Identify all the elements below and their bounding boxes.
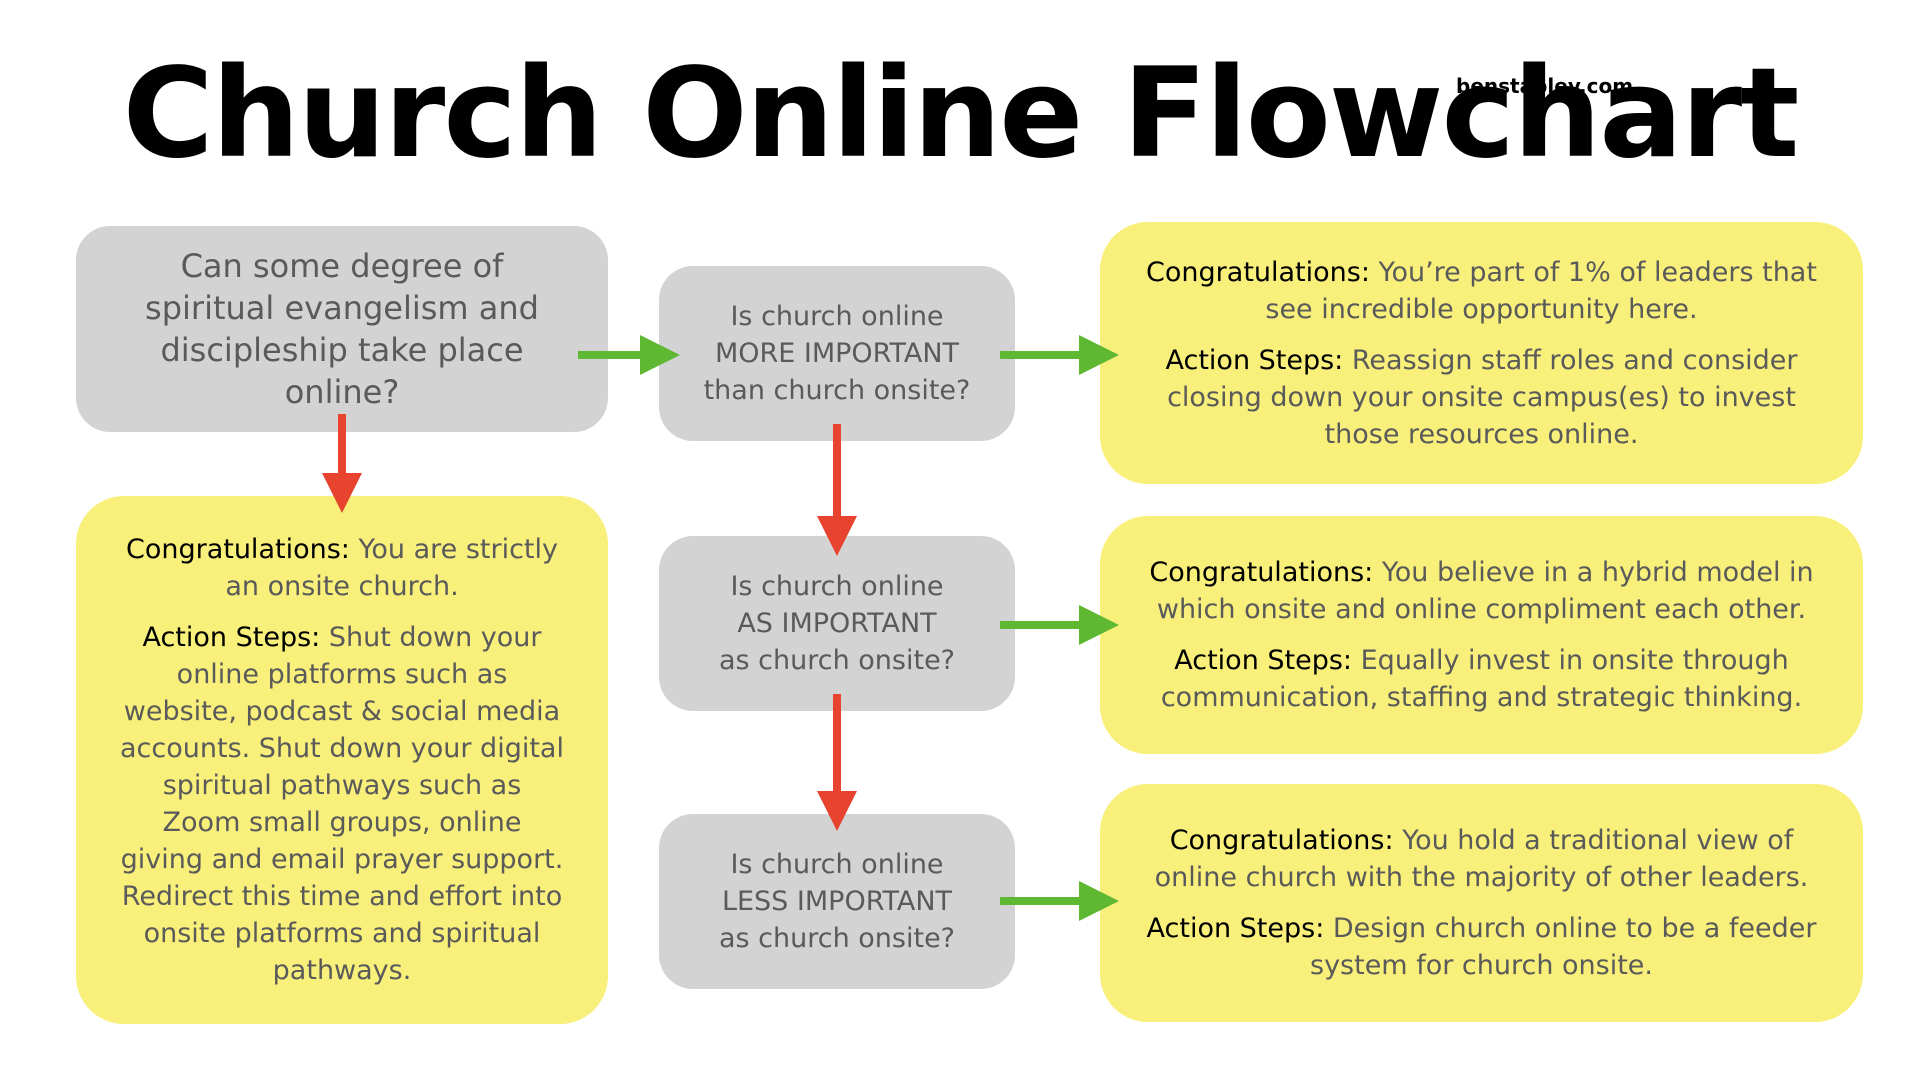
- action-label: Action Steps:: [1174, 645, 1353, 676]
- credit-text: benstapley.com: [1456, 74, 1634, 98]
- question-line: Is church online: [730, 849, 944, 880]
- question-line: as church onsite?: [718, 923, 956, 954]
- question-emphasis: AS IMPORTANT: [737, 608, 937, 639]
- congrats-text: You believe in a hybrid model in which o…: [1156, 557, 1814, 625]
- congrats-text: You are strictly an onsite church.: [225, 534, 559, 602]
- question-box-less-important: Is church online LESS IMPORTANT as churc…: [659, 814, 1015, 989]
- question-line: Is church online: [730, 571, 944, 602]
- question-emphasis: LESS IMPORTANT: [721, 886, 953, 917]
- action-label: Action Steps:: [1165, 344, 1344, 376]
- congrats-text: You’re part of 1% of leaders that see in…: [1265, 256, 1817, 325]
- onsite-only-result-box: Congratulations: You are strictly an ons…: [76, 496, 608, 1024]
- action-label: Action Steps:: [142, 622, 321, 653]
- question-box-more-important: Is church online MORE IMPORTANT than chu…: [659, 266, 1015, 441]
- congrats-text: You hold a traditional view of online ch…: [1154, 825, 1809, 893]
- result-box-hybrid: Congratulations: You believe in a hybrid…: [1100, 516, 1863, 754]
- action-text: Reassign staff roles and consider closin…: [1167, 344, 1798, 450]
- action-text: Equally invest in onsite through communi…: [1160, 645, 1803, 713]
- congrats-label: Congratulations:: [1149, 557, 1374, 588]
- congrats-label: Congratulations:: [1146, 256, 1370, 288]
- action-text: Shut down your online platforms such as …: [120, 622, 564, 986]
- action-text: Design church online to be a feeder syst…: [1310, 913, 1817, 981]
- page-title: Church Online Flowchart: [122, 42, 1800, 186]
- question-emphasis: MORE IMPORTANT: [714, 338, 960, 369]
- start-question-box: Can some degree of spiritual evangelism …: [76, 226, 608, 432]
- result-box-online-first: Congratulations: You’re part of 1% of le…: [1100, 222, 1863, 484]
- result-box-traditional: Congratulations: You hold a traditional …: [1100, 784, 1863, 1022]
- start-question-text: Can some degree of spiritual evangelism …: [145, 247, 539, 411]
- question-line: Is church online: [730, 301, 944, 332]
- congrats-label: Congratulations:: [125, 534, 350, 565]
- action-label: Action Steps:: [1146, 913, 1325, 944]
- question-line: as church onsite?: [718, 645, 956, 676]
- congrats-label: Congratulations:: [1169, 825, 1394, 856]
- question-line: than church onsite?: [703, 375, 971, 406]
- question-box-as-important: Is church online AS IMPORTANT as church …: [659, 536, 1015, 711]
